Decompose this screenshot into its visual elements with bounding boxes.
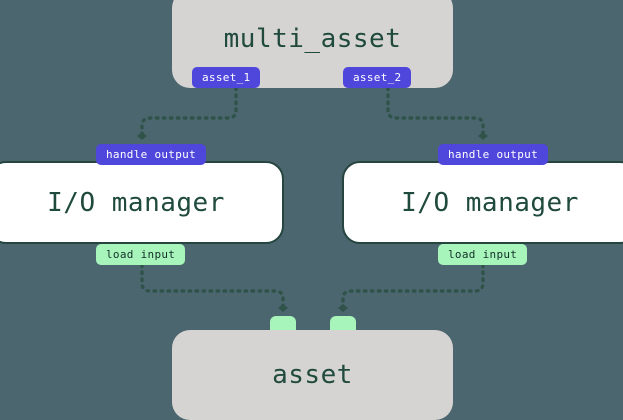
node-asset[interactable]: asset xyxy=(172,330,453,420)
badge-asset-2[interactable]: asset_2 xyxy=(343,67,412,88)
node-asset-label: asset xyxy=(272,360,353,390)
badge-handle-output-left-label: handle output xyxy=(106,148,196,161)
badge-load-input-right-label: load input xyxy=(448,248,518,261)
badge-load-input-right[interactable]: load input xyxy=(438,244,528,265)
node-multi-asset-label: multi_asset xyxy=(223,24,402,54)
badge-handle-output-left[interactable]: handle output xyxy=(96,144,206,165)
node-io-manager-right-label: I/O manager xyxy=(401,187,579,218)
node-io-manager-left[interactable]: I/O manager xyxy=(0,161,284,244)
edge-load-input-right-to-asset xyxy=(338,263,485,312)
badge-asset-2-label: asset_2 xyxy=(353,71,402,84)
edge-load-input-left-to-asset xyxy=(140,263,288,312)
edge-asset2-to-handle-output-right xyxy=(386,86,488,140)
badge-handle-output-right-label: handle output xyxy=(448,148,538,161)
node-io-manager-right[interactable]: I/O manager xyxy=(342,161,623,244)
edge-asset1-to-handle-output-left xyxy=(137,86,238,140)
node-io-manager-left-label: I/O manager xyxy=(47,187,225,218)
badge-handle-output-right[interactable]: handle output xyxy=(438,144,548,165)
badge-asset-1-label: asset_1 xyxy=(202,71,251,84)
badge-load-input-left[interactable]: load input xyxy=(96,244,186,265)
badge-load-input-left-label: load input xyxy=(106,248,176,261)
badge-asset-1[interactable]: asset_1 xyxy=(192,67,261,88)
